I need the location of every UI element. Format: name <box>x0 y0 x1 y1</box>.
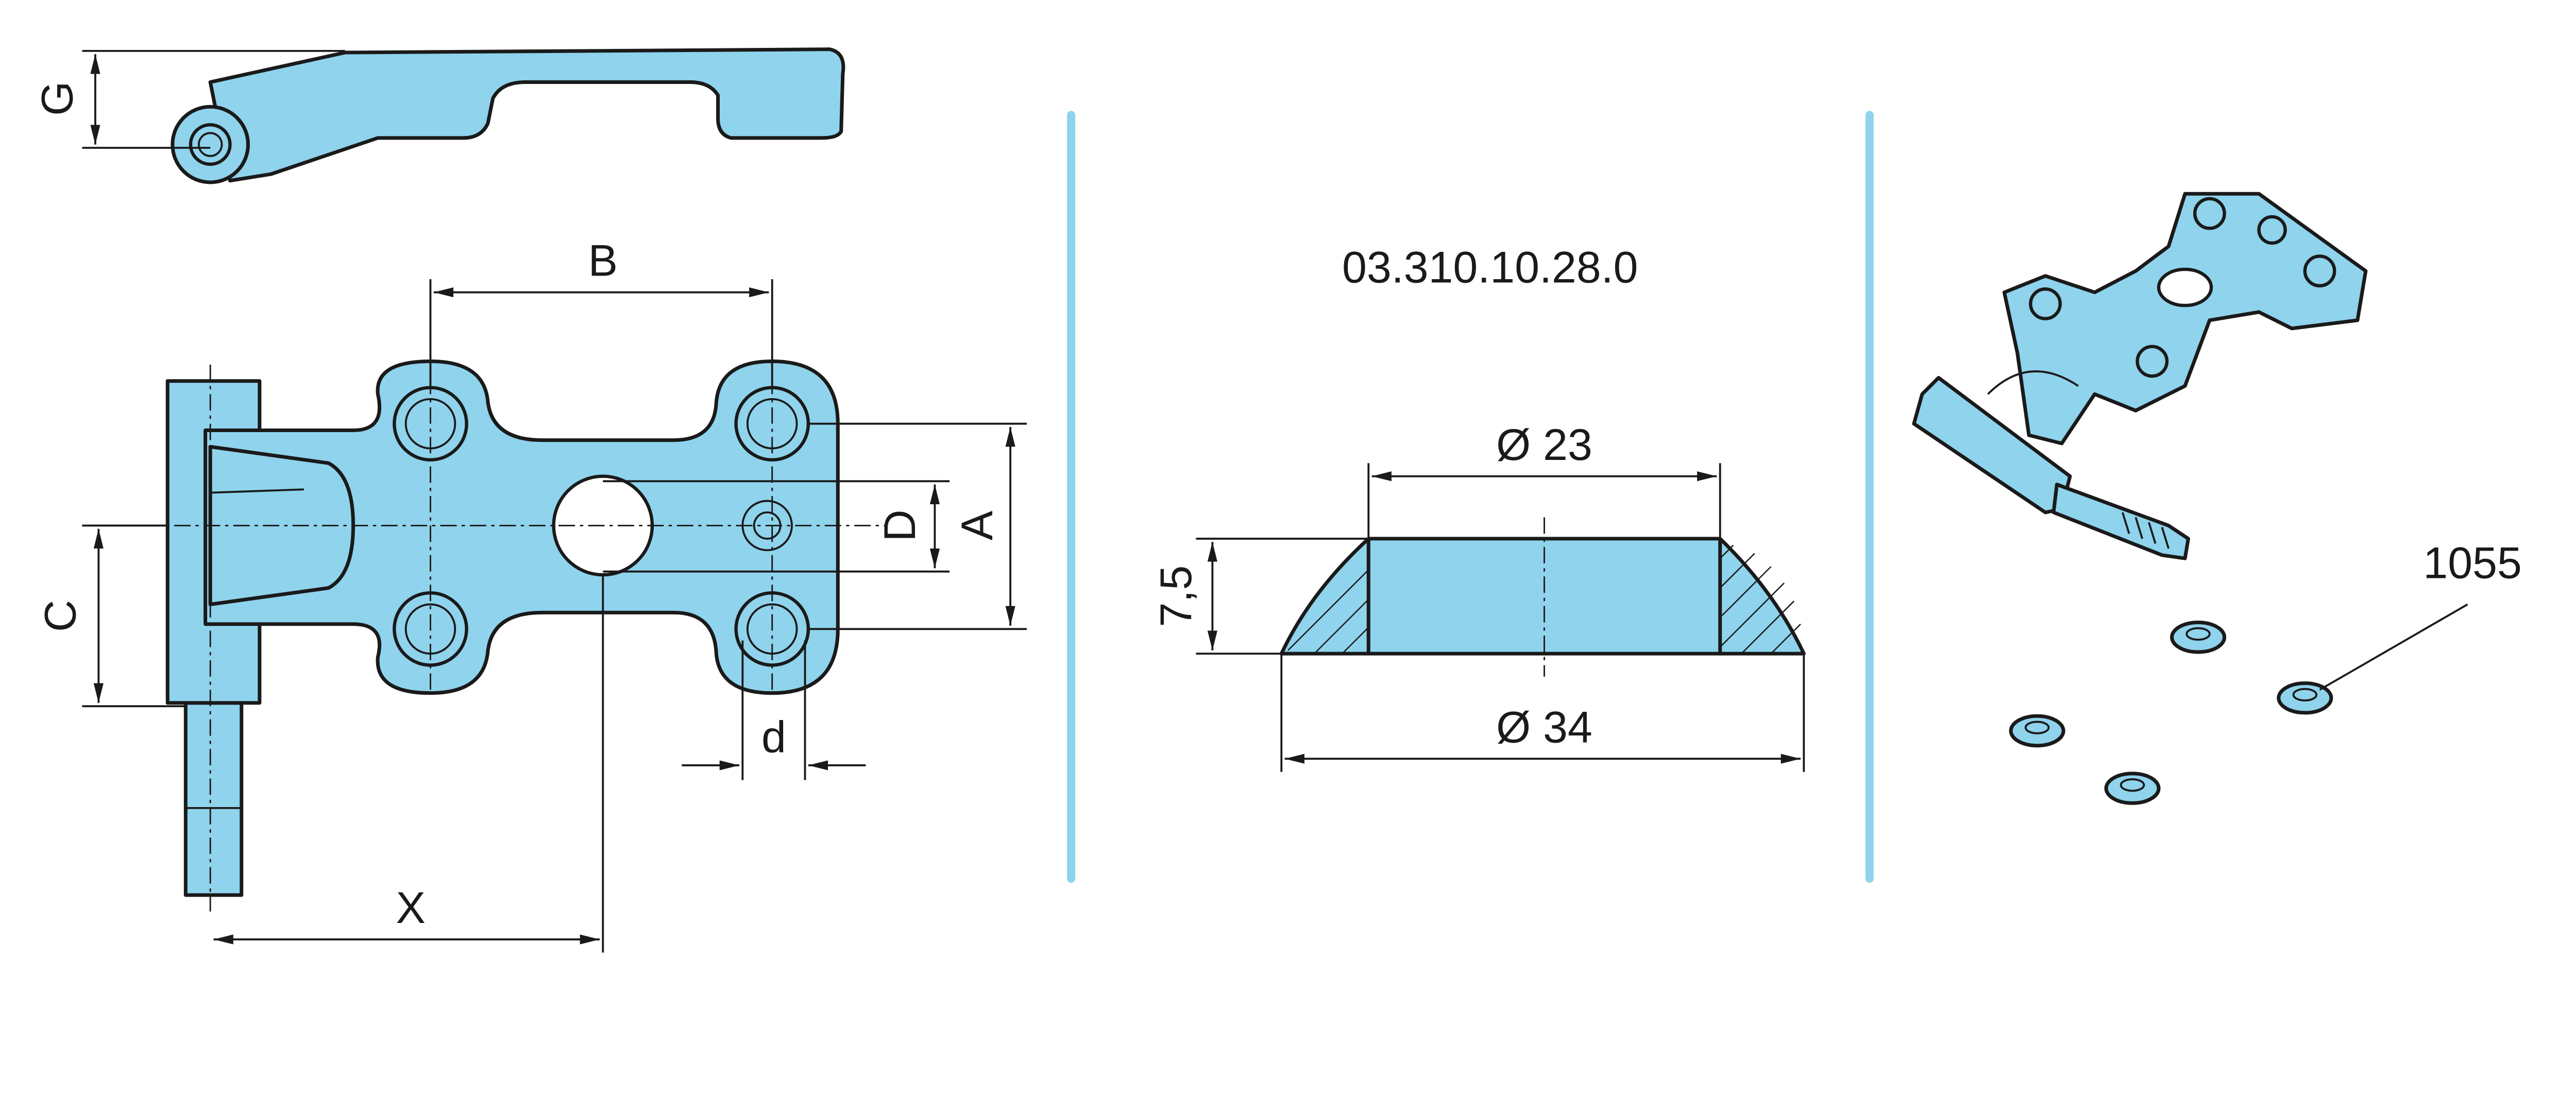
dim-label-b: B <box>588 236 618 286</box>
callout-label: 1055 <box>2423 538 2522 588</box>
dim-outer-diameter: Ø 34 <box>1496 703 1592 752</box>
hinge-side-view: G <box>32 47 845 184</box>
dim-label-x: X <box>396 883 425 933</box>
hatch <box>1287 544 1801 655</box>
dim-label-g: G <box>32 81 82 116</box>
callout-leader <box>2319 603 2468 691</box>
dim-label-c: C <box>36 600 86 632</box>
washers-exploded <box>2009 621 2333 805</box>
technical-drawing: G B A D C X <box>32 47 2522 953</box>
dim-label-d-lower: d <box>761 712 786 762</box>
hinge-front-view: B A D C X d <box>36 236 1027 953</box>
part-number: 03.310.10.28.0 <box>1342 243 1638 292</box>
dim-label-a: A <box>953 510 1002 540</box>
hinge-isometric <box>1912 192 2368 560</box>
dim-inner-diameter: Ø 23 <box>1496 420 1592 470</box>
dim-height: 7,5 <box>1151 566 1201 627</box>
hinge-pin <box>183 701 244 897</box>
dim-label-d-upper: D <box>875 509 925 541</box>
washer-section: Ø 23 Ø 34 7,5 <box>1151 420 1806 772</box>
